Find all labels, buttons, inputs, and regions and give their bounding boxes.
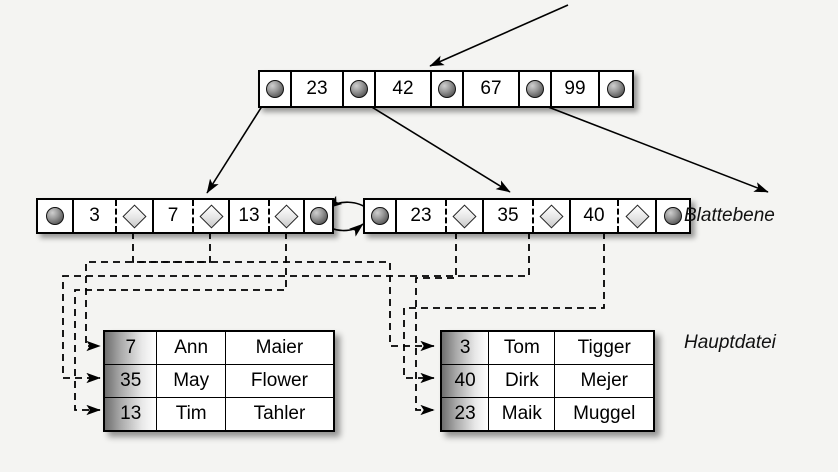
- leaf-left-key-2: 13: [230, 200, 270, 232]
- leaf-right-key-2: 40: [571, 200, 619, 232]
- record-link-key-3: [132, 232, 435, 352]
- diamond-pointer-icon: [198, 203, 224, 229]
- leaf-right-record-1[interactable]: [534, 200, 571, 232]
- row-lastname: Flower: [224, 364, 335, 398]
- hauptdatei-table-right: 3 Tom Tigger 40 Dirk Mejer 23 Maik Mugge…: [440, 330, 655, 432]
- diamond-pointer-icon: [624, 203, 650, 229]
- leaf-left-key-0: 3: [74, 200, 117, 232]
- pointer-ball-icon: [526, 80, 544, 98]
- row-key: 3: [440, 330, 490, 365]
- pointer-ball-icon: [266, 80, 284, 98]
- leaf-right-key-0: 23: [397, 200, 447, 232]
- pointer-ball-icon: [309, 207, 328, 225]
- leaf-left-record-1[interactable]: [194, 200, 230, 232]
- row-key: 35: [103, 364, 158, 398]
- row-key: 13: [103, 397, 158, 432]
- pointer-ball-icon: [371, 207, 389, 225]
- leaf-left-key-1: 7: [154, 200, 194, 232]
- row-firstname: Tom: [488, 330, 556, 365]
- table-row[interactable]: 13 Tim Tahler: [103, 397, 335, 432]
- leaf-right-key-1: 35: [484, 200, 534, 232]
- leaf-node-right[interactable]: 23 35 40: [363, 198, 691, 234]
- leaf-left-record-2[interactable]: [270, 200, 305, 232]
- root-key-3: 99: [552, 72, 600, 106]
- leaf-left-record-0[interactable]: [117, 200, 154, 232]
- row-key: 40: [440, 364, 490, 398]
- pointer-ball-icon: [664, 207, 682, 225]
- leaf-left-next-pointer[interactable]: [305, 200, 332, 232]
- root-pointer-1[interactable]: [344, 72, 376, 106]
- root-key-1: 42: [376, 72, 432, 106]
- row-firstname: Dirk: [488, 364, 556, 398]
- row-key: 23: [440, 397, 490, 432]
- table-row[interactable]: 3 Tom Tigger: [440, 330, 655, 365]
- diamond-pointer-icon: [274, 203, 299, 229]
- pointer-ball-icon: [607, 80, 625, 98]
- row-key: 7: [103, 330, 158, 365]
- row-lastname: Muggel: [554, 397, 655, 432]
- leaf-right-prev-pointer[interactable]: [365, 200, 397, 232]
- table-row[interactable]: 40 Dirk Mejer: [440, 364, 655, 398]
- diamond-pointer-icon: [539, 203, 564, 229]
- row-firstname: Ann: [156, 330, 226, 365]
- label-blattebene: Blattebene: [684, 205, 775, 226]
- root-pointer-2[interactable]: [432, 72, 464, 106]
- table-row[interactable]: 23 Maik Muggel: [440, 397, 655, 432]
- diamond-pointer-icon: [452, 203, 477, 229]
- leaf-right-record-0[interactable]: [447, 200, 484, 232]
- root-key-2: 67: [464, 72, 520, 106]
- root-pointer-4[interactable]: [600, 72, 632, 106]
- arrow-into-root: [429, 4, 569, 67]
- root-pointer-3[interactable]: [520, 72, 552, 106]
- pointer-ball-icon: [46, 207, 64, 225]
- table-row[interactable]: 7 Ann Maier: [103, 330, 335, 365]
- leaf-right-record-2[interactable]: [619, 200, 657, 232]
- hauptdatei-table-left: 7 Ann Maier 35 May Flower 13 Tim Tahler: [103, 330, 335, 432]
- root-node[interactable]: 23 42 67 99: [258, 70, 634, 108]
- label-hauptdatei: Hauptdatei: [684, 332, 776, 353]
- pointer-ball-icon: [438, 80, 456, 98]
- diamond-pointer-icon: [122, 203, 147, 229]
- row-firstname: Maik: [488, 397, 556, 432]
- row-lastname: Tigger: [554, 330, 655, 365]
- leaf-node-left[interactable]: 3 7 13: [36, 198, 334, 234]
- table-row[interactable]: 35 May Flower: [103, 364, 335, 398]
- leaf-right-next-pointer[interactable]: [657, 200, 689, 232]
- pointer-ball-icon: [350, 80, 368, 98]
- root-key-0: 23: [292, 72, 344, 106]
- root-pointer-0[interactable]: [260, 72, 292, 106]
- row-lastname: Mejer: [554, 364, 655, 398]
- row-lastname: Tahler: [224, 397, 335, 432]
- record-link-key-7: [85, 232, 211, 352]
- row-lastname: Maier: [224, 330, 335, 365]
- row-firstname: Tim: [156, 397, 226, 432]
- row-firstname: May: [156, 364, 226, 398]
- leaf-left-prev-pointer[interactable]: [38, 200, 74, 232]
